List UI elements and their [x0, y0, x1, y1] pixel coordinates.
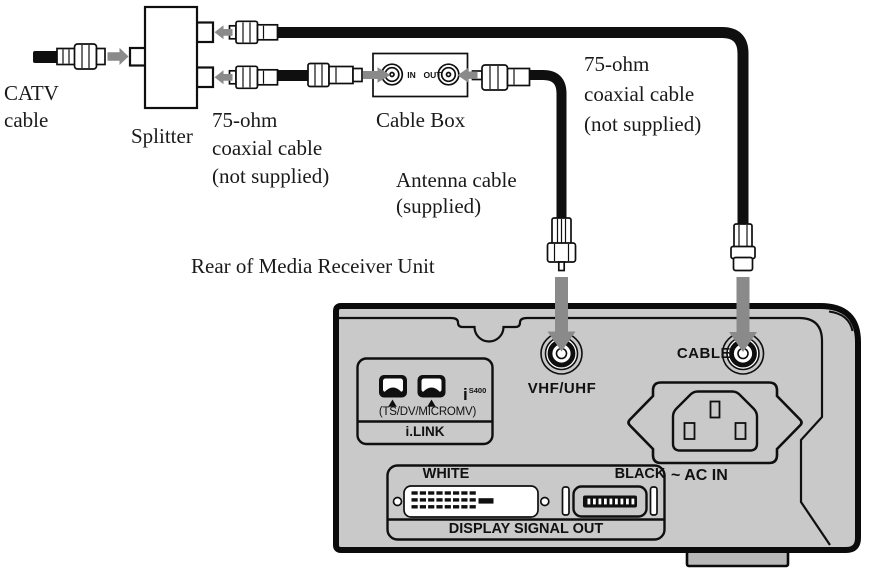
dvi-pins: [411, 491, 494, 509]
label-cablebox-out: OUT: [423, 70, 442, 80]
screw-post: [649, 486, 658, 516]
triangle-marker: [427, 399, 436, 407]
coax-cable-top: [276, 27, 749, 225]
coax-connector-splitter-bottom: [228, 65, 279, 90]
coax-connector-into-cablebox: [307, 62, 363, 88]
arrow-into-cable-port: [729, 277, 757, 352]
label-catv-cable: CATV cable: [4, 81, 59, 132]
screw-hole: [539, 496, 550, 507]
coax-plug-cable-port: [730, 223, 756, 272]
label-ac-in: ~ AC IN: [671, 467, 728, 484]
black-connector: [561, 485, 658, 518]
label-cable: CABLE: [676, 345, 731, 362]
logo-i: i: [463, 385, 468, 404]
triangle-marker: [388, 399, 397, 407]
label-vhf-uhf: VHF/UHF: [527, 380, 597, 397]
ac-inlet: [627, 381, 803, 465]
arrow-into-cablebox-in: [363, 67, 391, 83]
display-signal-out-section: [386, 464, 666, 541]
label-coax-right: 75-ohm coaxial cable (not supplied): [584, 52, 702, 136]
black-connector-pins: [587, 498, 635, 505]
direction-arrows: [107, 25, 757, 352]
label-black: BLACK: [614, 466, 666, 482]
media-receiver-unit: [333, 303, 861, 568]
splitter: [128, 5, 215, 110]
coax-connector-splitter-top: [228, 20, 279, 45]
antenna-plug-vhf: [546, 217, 577, 272]
screw-post: [561, 486, 570, 516]
arrow-into-vhf-port: [547, 277, 576, 352]
label-cablebox-in: IN: [407, 70, 416, 80]
label-rear-of-unit: Rear of Media Receiver Unit: [191, 254, 435, 278]
label-coax-left: 75-ohm coaxial cable (not supplied): [212, 108, 330, 188]
ilink-port-1: [379, 375, 407, 398]
catv-connector: [56, 43, 106, 70]
screw-hole: [392, 496, 403, 507]
label-ts-dv-micromv: (TS/DV/MICROMV): [378, 406, 477, 418]
label-ilink: i.LINK: [405, 424, 445, 439]
label-splitter: Splitter: [131, 124, 193, 148]
antenna-cable-connector: [471, 64, 531, 91]
dvi-connector-white: [392, 485, 550, 518]
unit-top-inner-line: [338, 316, 831, 546]
antenna-cable: [529, 70, 567, 219]
unit-corner-line: [828, 310, 854, 332]
splitter-output-stub: [195, 21, 215, 44]
ilink-port-2: [417, 375, 446, 398]
cables: [33, 27, 749, 225]
label-white: WHITE: [422, 466, 470, 482]
label-display-signal-out: DISPLAY SIGNAL OUT: [448, 521, 604, 537]
arrow-into-cablebox-out: [457, 68, 478, 83]
label-cable-box: Cable Box: [376, 108, 466, 132]
cable-box: [372, 52, 469, 98]
splitter-body: [143, 5, 199, 110]
logo-s400-text: S400: [468, 386, 487, 395]
splitter-output-stub: [195, 66, 215, 89]
arrow-into-splitter: [107, 47, 129, 65]
catv-cable-stub: [33, 51, 59, 63]
label-antenna-cable: Antenna cable (supplied): [396, 168, 517, 218]
ilink-s400-logo: iS400: [463, 382, 486, 403]
ilink-section: [356, 357, 494, 446]
